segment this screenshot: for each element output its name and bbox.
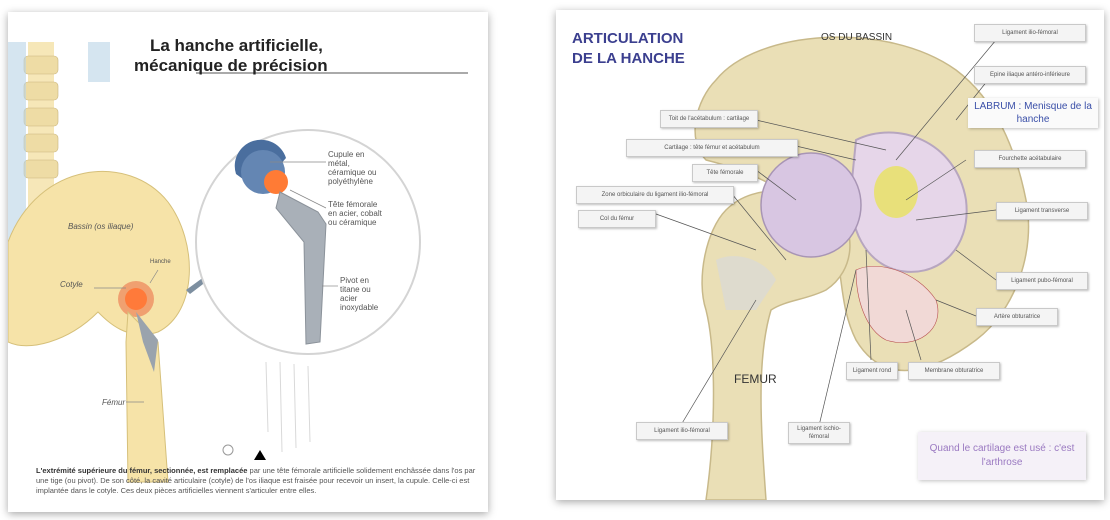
triangle-marker-icon [254, 450, 266, 460]
label-hanche: Hanche [150, 258, 171, 267]
callout-tete: Tête fémorale en acier, cobalt ou cérami… [328, 200, 388, 227]
left-title-line1: La hanche artificielle, [150, 36, 323, 56]
label-artere: Artère obturatrice [976, 308, 1058, 326]
label-toit: Toit de l'acétabulum : cartilage [660, 110, 758, 128]
label-cotyle: Cotyle [60, 280, 83, 289]
copyright-icon [223, 445, 233, 455]
femoral-head-left [125, 288, 147, 310]
label-lig-transverse: Ligament transverse [996, 202, 1088, 220]
caption: L'extrémité supérieure du fémur, section… [36, 466, 476, 496]
label-tete-femorale: Tête fémorale [692, 164, 758, 182]
right-title-line1: ARTICULATION [572, 30, 683, 47]
label-lig-ischio: Ligament ischio-fémoral [788, 422, 850, 444]
label-lig-ilio-top: Ligament ilio-fémoral [974, 24, 1086, 42]
label-cartilage-tete: Cartilage : tête fémur et acétabulum [626, 139, 798, 157]
left-title-line2: mécanique de précision [134, 56, 328, 76]
femur-label: FEMUR [734, 372, 777, 386]
arthrose-note: Quand le cartilage est usé : c'est l'art… [918, 432, 1086, 480]
label-zone-orbiculaire: Zone orbiculaire du ligament ilio-fémora… [576, 186, 734, 204]
label-bassin: Bassin (os iliaque) [68, 222, 133, 231]
os-du-bassin-label: OS DU BASSIN [821, 32, 892, 43]
label-lig-rond: Ligament rond [846, 362, 898, 380]
blue-tissue-top [88, 42, 110, 82]
femoral-head-implant [264, 170, 288, 194]
label-epine: Epine iliaque antéro-inférieure [974, 66, 1086, 84]
right-title-line2: DE LA HANCHE [572, 50, 685, 67]
prosthesis-illustration [8, 12, 488, 512]
label-lig-ilio-bottom: Ligament ilio-fémoral [636, 422, 728, 440]
label-lig-pubo: Ligament pubo-fémoral [996, 272, 1088, 290]
caption-bold: L'extrémité supérieure du fémur, section… [36, 466, 247, 475]
hip-joint-panel: ARTICULATION DE LA HANCHE OS DU BASSIN F… [556, 10, 1104, 500]
femoral-head [761, 153, 861, 257]
callout-pivot: Pivot en titane ou acier inoxydable [340, 276, 386, 312]
labrum-label: LABRUM : Menisque de la hanche [968, 98, 1098, 128]
label-fourchette: Fourchette acétabulaire [974, 150, 1086, 168]
background-hand [266, 362, 310, 452]
label-membrane: Membrane obturatrice [908, 362, 1000, 380]
prosthesis-panel: La hanche artificielle, mécanique de pré… [8, 12, 488, 512]
ligament-rond-yellow [874, 166, 918, 218]
label-femur: Fémur [102, 398, 125, 407]
label-col: Col du fémur [578, 210, 656, 228]
callout-cupule: Cupule en métal, céramique ou polyéthylè… [328, 150, 386, 186]
blue-tissue-left [8, 42, 26, 242]
